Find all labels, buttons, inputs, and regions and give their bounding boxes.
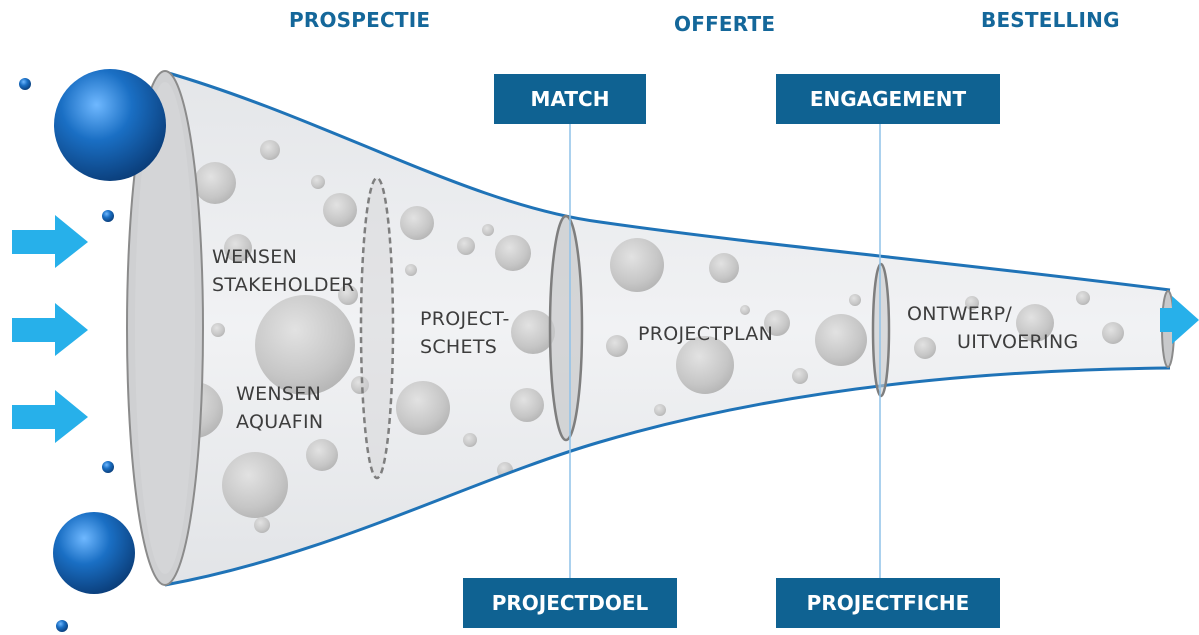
label-projectplan: PROJECTPLAN [638, 323, 774, 345]
label-wensen-stakeholder: WENSEN STAKEHOLDER [212, 243, 355, 299]
separator-engagement [871, 262, 891, 398]
label-line: WENSEN [212, 246, 298, 268]
milestone-projectdoel: PROJECTDOEL [463, 578, 677, 628]
milestone-projectfiche: PROJECTFICHE [776, 578, 1000, 628]
funnel-top-edge [164, 70, 1171, 292]
funnel-bubbles [167, 140, 1124, 533]
phase-bestelling: BESTELLING [981, 8, 1120, 32]
blue-sphere-large [54, 69, 166, 181]
blue-dot [102, 461, 114, 473]
phase-offerte: OFFERTE [674, 12, 776, 36]
label-line: AQUAFIN [236, 411, 324, 433]
label-ontwerp-uitvoering: ONTWERP/ UITVOERING [907, 300, 1078, 356]
label-line: PROJECT- [420, 308, 510, 330]
milestone-match: MATCH [494, 74, 646, 124]
separator-match [548, 214, 584, 442]
label-line: ONTWERP/ [907, 303, 1013, 325]
blue-dot [56, 620, 68, 632]
funnel-body [165, 72, 1170, 585]
milestone-engagement: ENGAGEMENT [776, 74, 1000, 124]
blue-dot [19, 78, 31, 90]
label-line: WENSEN [236, 383, 322, 405]
label-line: UITVOERING [957, 331, 1079, 353]
phase-prospectie: PROSPECTIE [289, 8, 431, 32]
separator-prospectie [359, 176, 395, 480]
input-arrow-icon [12, 215, 88, 268]
input-arrow-icon [12, 390, 88, 443]
blue-sphere-medium [53, 512, 135, 594]
input-arrow-icon [12, 303, 88, 356]
label-wensen-aquafin: WENSEN AQUAFIN [236, 380, 323, 436]
label-projectschets: PROJECT- SCHETS [420, 305, 510, 361]
blue-dot [102, 210, 114, 222]
label-line: STAKEHOLDER [212, 274, 355, 296]
funnel-bottom-edge [164, 366, 1171, 587]
label-line: SCHETS [420, 336, 498, 358]
output-arrow-icon [1160, 296, 1199, 344]
